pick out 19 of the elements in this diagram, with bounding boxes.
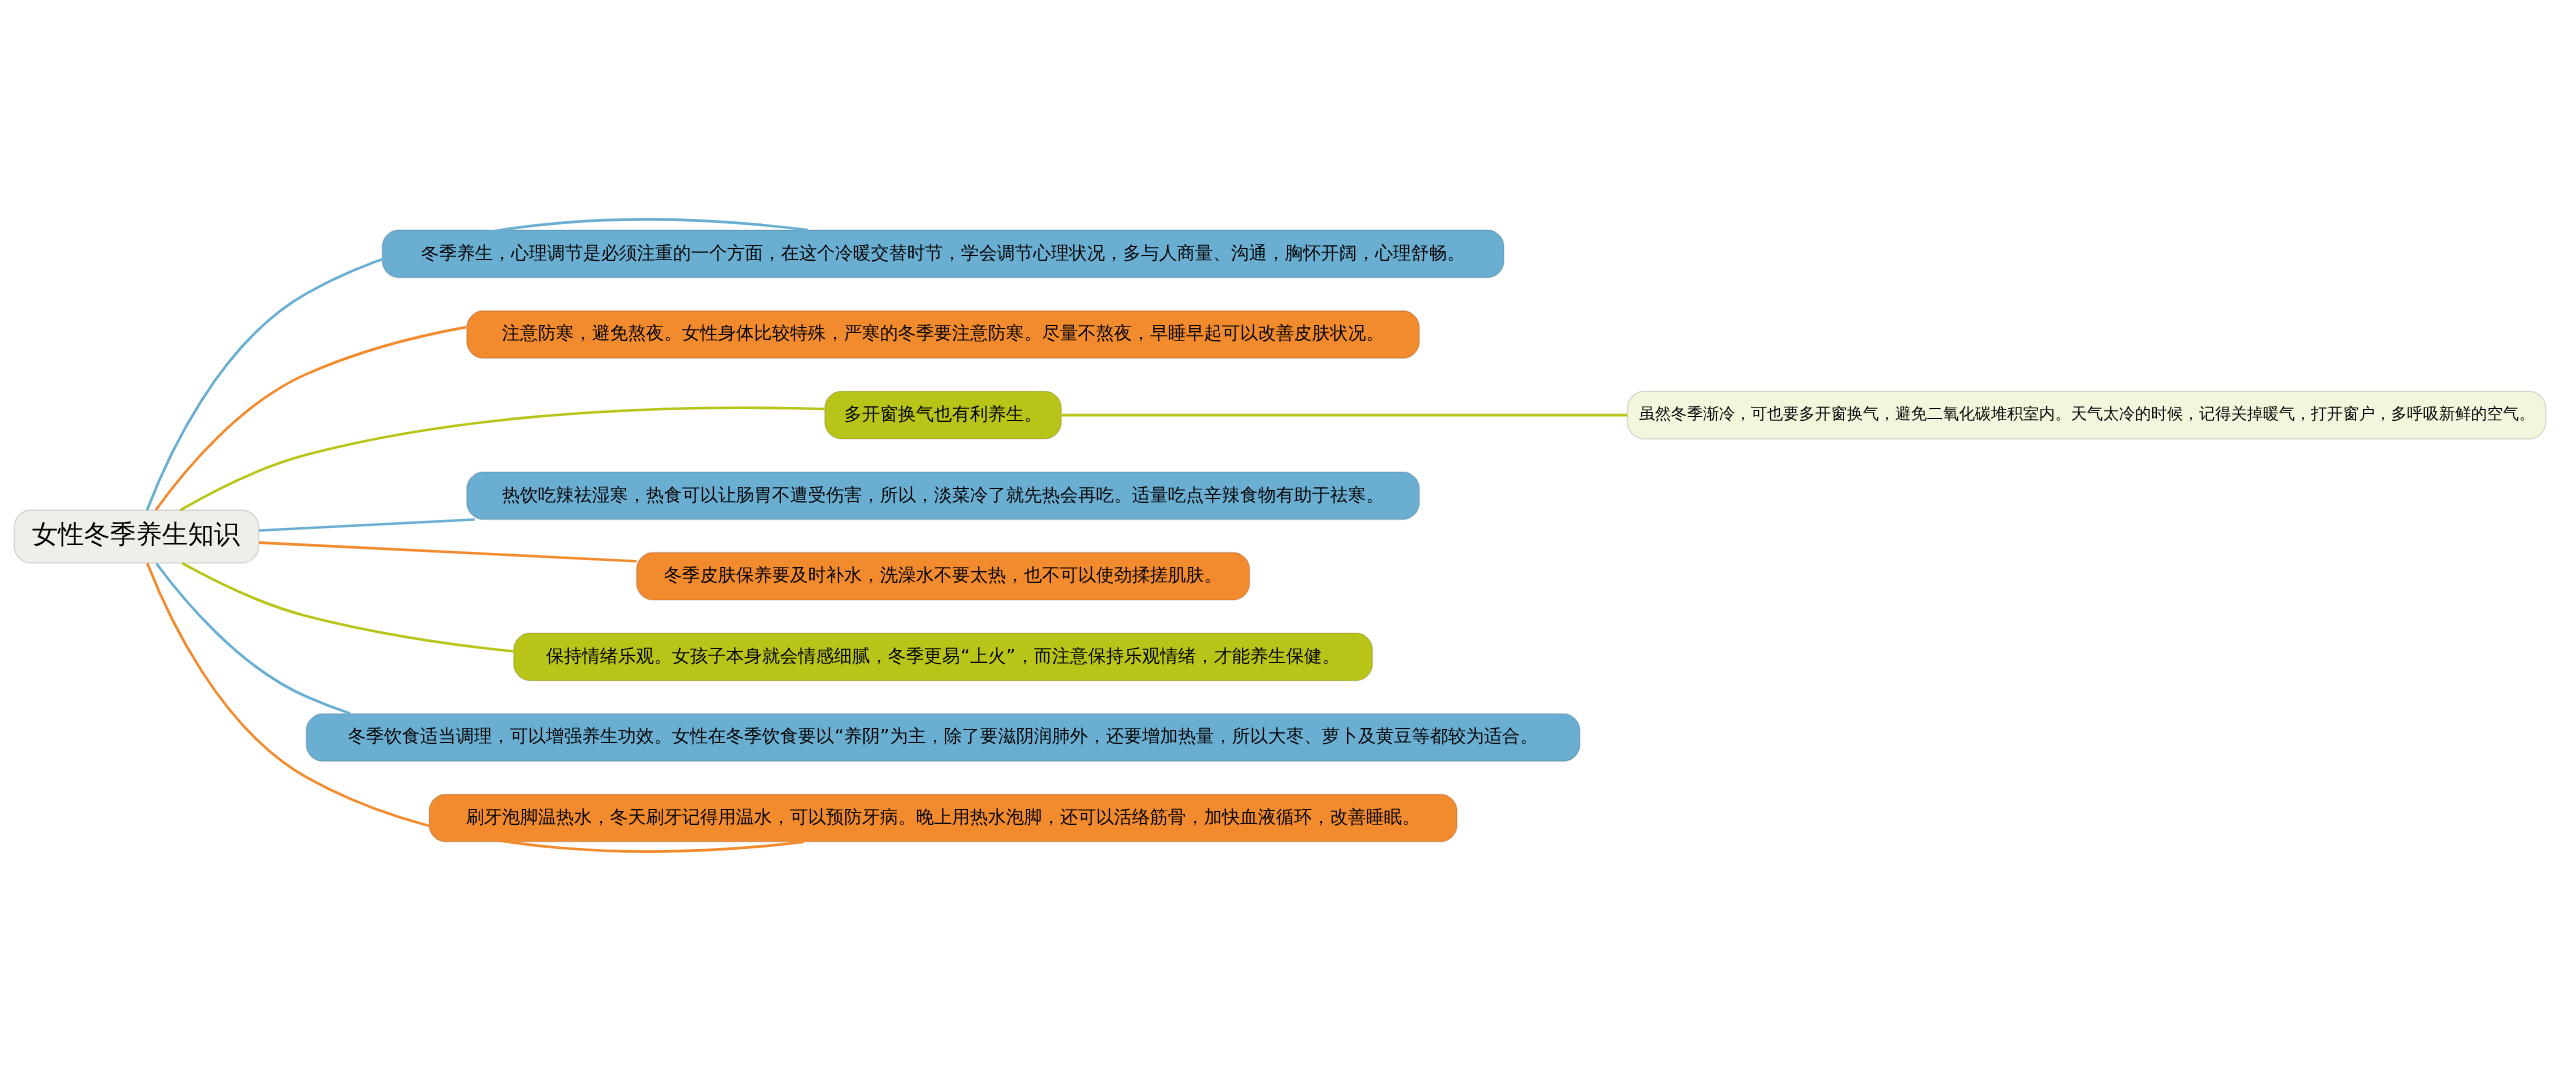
connector xyxy=(258,540,637,563)
connector xyxy=(179,406,825,511)
node-box: 多开窗换气也有利养生。 xyxy=(824,390,1062,440)
node-box: 冬季皮肤保养要及时补水，洗澡水不要太热，也不可以使劲揉搓肌肤。 xyxy=(635,551,1251,601)
node-box: 冬季养生，心理调节是必须注重的一个方面，在这个冷暖交替时节，学会调节心理状况，多与人商量、沟通，胸怀开阔，心理舒畅。 xyxy=(381,228,1505,278)
connector xyxy=(154,325,467,511)
connector xyxy=(1061,413,1628,416)
node-box: 注意防寒，避免熬夜。女性身体比较特殊，严寒的冬季要注意防寒。尽量不熬夜，早睡早起可以改善皮肤状况。 xyxy=(466,309,1421,359)
node-box: 热饮吃辣祛湿寒，热食可以让肠胃不遭受伤害，所以，淡菜冷了就先热会再吃。适量吃点辛辣食物有助于祛寒。 xyxy=(466,470,1421,520)
node-box: 虽然冬季渐冷，可也要多开窗换气，避免二氧化碳堆积室内。天气太冷的时候，记得关掉暖气，打开窗户，多呼吸新鲜的空气。 xyxy=(1626,390,2547,440)
node-box: 保持情绪乐观。女孩子本身就会情感细腻，冬季更易“上火”，而注意保持乐观情绪，才能养生保健。 xyxy=(513,631,1374,681)
connector xyxy=(258,517,475,532)
connector xyxy=(145,217,809,511)
node-box: 刷牙泡脚温热水，冬天刷牙记得用温水，可以预防牙病。晚上用热水泡脚，还可以活络筋骨，加快血液循环，改善睡眠。 xyxy=(428,793,1458,842)
connector xyxy=(181,561,514,653)
node-box: 冬季饮食适当调理，可以增强养生功效。女性在冬季饮食要以“养阴”为主，除了要滋阴润肺外，还要增加热量，所以大枣、萝卜及黄豆等都较为适合。 xyxy=(305,712,1581,762)
connector xyxy=(146,562,804,853)
node-box: 女性冬季养生知识 xyxy=(13,509,260,564)
connector xyxy=(155,562,351,715)
